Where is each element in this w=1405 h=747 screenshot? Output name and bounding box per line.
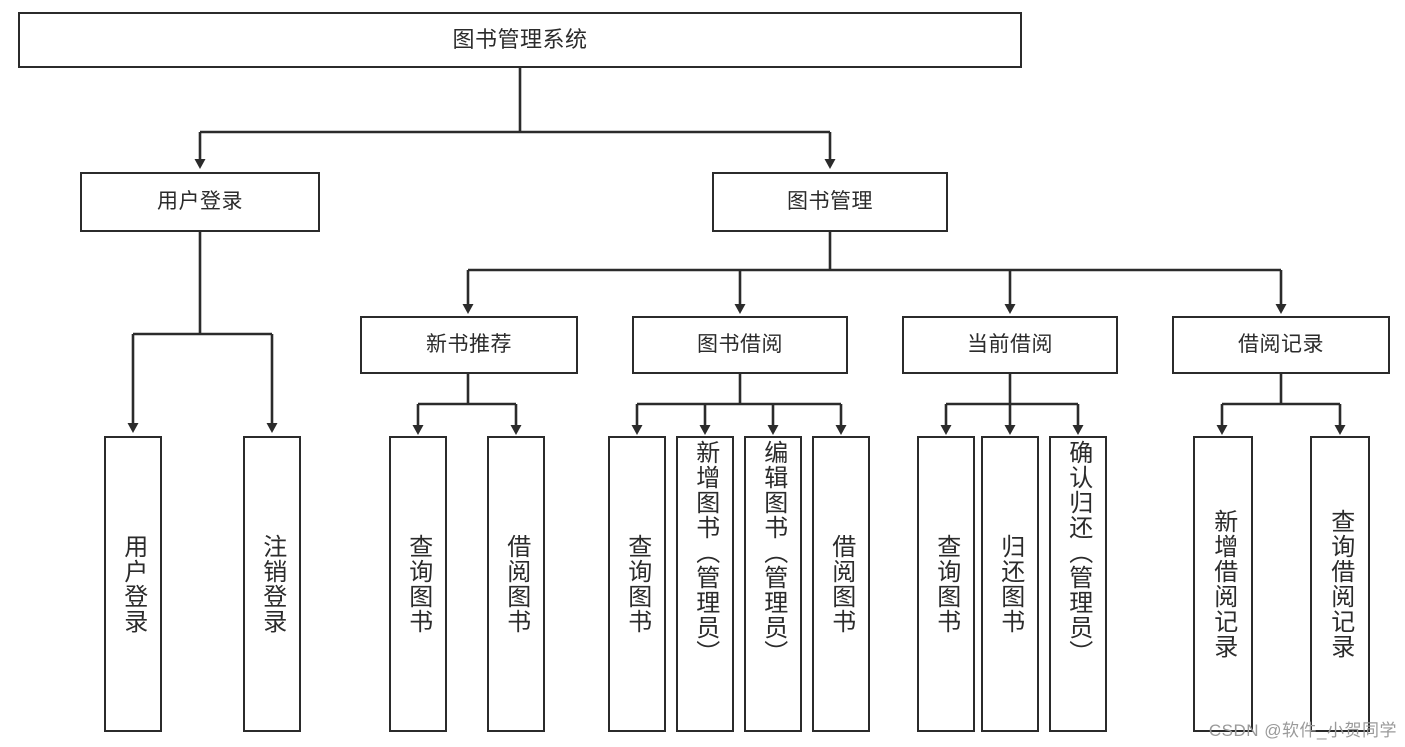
node-current-borrow[interactable]: 当前借阅 [902, 316, 1118, 374]
node-leaf-confirm-return-label: 确认归还（管理员） [1064, 440, 1092, 665]
node-leaf-query-book-1-label: 查询图书 [404, 534, 432, 634]
node-leaf-add-book[interactable]: 新增图书（管理员） [676, 436, 734, 732]
node-leaf-add-record[interactable]: 新增借阅记录 [1193, 436, 1253, 732]
node-new-book-rec-label: 新书推荐 [426, 333, 512, 357]
node-root-label: 图书管理系统 [452, 26, 588, 52]
node-leaf-borrow-book-2-label: 借阅图书 [827, 534, 855, 634]
node-current-borrow-label: 当前借阅 [967, 333, 1053, 357]
node-leaf-borrow-book-1[interactable]: 借阅图书 [487, 436, 545, 732]
node-leaf-user-login[interactable]: 用户登录 [104, 436, 162, 732]
watermark: CSDN @软件_小贺同学 [1208, 721, 1397, 740]
node-leaf-edit-book[interactable]: 编辑图书（管理员） [744, 436, 802, 732]
node-leaf-user-login-label: 用户登录 [119, 534, 147, 634]
node-leaf-query-book-2-label: 查询图书 [623, 534, 651, 634]
node-leaf-logout-label: 注销登录 [258, 534, 286, 634]
node-leaf-return-book-label: 归还图书 [996, 534, 1024, 634]
node-leaf-add-record-label: 新增借阅记录 [1209, 509, 1237, 659]
node-user-login[interactable]: 用户登录 [80, 172, 320, 232]
node-user-login-label: 用户登录 [157, 190, 243, 214]
node-borrow-record[interactable]: 借阅记录 [1172, 316, 1390, 374]
node-leaf-logout[interactable]: 注销登录 [243, 436, 301, 732]
node-book-borrow[interactable]: 图书借阅 [632, 316, 848, 374]
node-leaf-query-record[interactable]: 查询借阅记录 [1310, 436, 1370, 732]
node-leaf-borrow-book-2[interactable]: 借阅图书 [812, 436, 870, 732]
node-borrow-record-label: 借阅记录 [1238, 333, 1324, 357]
node-leaf-query-book-1[interactable]: 查询图书 [389, 436, 447, 732]
node-book-manage-label: 图书管理 [787, 190, 873, 214]
node-leaf-query-book-3[interactable]: 查询图书 [917, 436, 975, 732]
node-leaf-return-book[interactable]: 归还图书 [981, 436, 1039, 732]
node-new-book-rec[interactable]: 新书推荐 [360, 316, 578, 374]
node-leaf-query-book-2[interactable]: 查询图书 [608, 436, 666, 732]
node-leaf-query-record-label: 查询借阅记录 [1326, 509, 1354, 659]
node-book-borrow-label: 图书借阅 [697, 333, 783, 357]
node-book-manage[interactable]: 图书管理 [712, 172, 948, 232]
node-leaf-borrow-book-1-label: 借阅图书 [502, 534, 530, 634]
node-root[interactable]: 图书管理系统 [18, 12, 1022, 68]
node-leaf-add-book-label: 新增图书（管理员） [691, 440, 719, 665]
node-leaf-edit-book-label: 编辑图书（管理员） [759, 440, 787, 665]
node-leaf-confirm-return[interactable]: 确认归还（管理员） [1049, 436, 1107, 732]
node-leaf-query-book-3-label: 查询图书 [932, 534, 960, 634]
